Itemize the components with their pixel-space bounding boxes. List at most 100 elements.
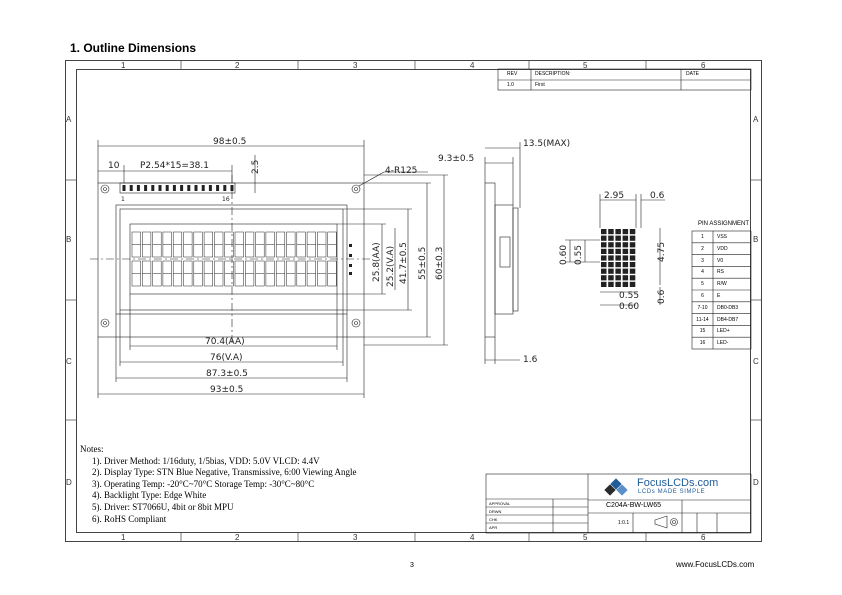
- pin-number: 2: [701, 245, 704, 252]
- dim-overall-height: 60±0.3: [435, 247, 445, 280]
- lcd-character-grid: [131, 231, 337, 287]
- zone-row-d-left: D: [66, 478, 72, 487]
- pin-number: 11-14: [696, 316, 709, 323]
- zone-col-4-top: 4: [470, 61, 475, 70]
- zone-col-1-top: 1: [121, 61, 126, 70]
- pin-signal: LED+: [717, 328, 730, 335]
- pin-stub: [208, 185, 212, 191]
- label-pin-one: 1: [121, 196, 125, 203]
- dim-bezel-height: 41.7±0.5: [399, 242, 409, 284]
- pin-stub: [230, 185, 234, 191]
- scale-value: 1:0.1: [618, 520, 630, 526]
- dim-aa-height: 25.8(AA): [372, 242, 382, 282]
- description-header: DESCRIPTION:: [535, 71, 571, 77]
- label-pin-sixteen: 16: [222, 196, 230, 203]
- zone-col-5-bottom: 5: [583, 533, 588, 542]
- dim-char-height: 4.75: [657, 242, 667, 262]
- pixel-dot: [601, 268, 607, 274]
- pin-number: 5: [701, 281, 704, 288]
- brand-name: FocusLCDs.com: [637, 477, 719, 489]
- pixel-dot: [629, 262, 636, 268]
- pin-signal: E: [717, 293, 721, 299]
- pixel-dot: [608, 242, 614, 248]
- zone-row-a-right: A: [753, 115, 759, 124]
- pin-stub: [201, 185, 205, 191]
- pixel-dot: [601, 281, 607, 287]
- dim-max-depth: 13.5(MAX): [523, 139, 570, 149]
- pin-stub: [187, 185, 191, 191]
- dim-va-width: 76(V.A): [210, 353, 243, 363]
- zone-row-d-right: D: [753, 478, 759, 487]
- pixel-dot: [629, 275, 636, 281]
- description-value: First: [535, 82, 545, 88]
- rev-header: REV: [507, 71, 518, 77]
- pixel-dot: [622, 242, 629, 248]
- pin-number: 7-10: [697, 304, 708, 311]
- pixel-dot: [629, 248, 636, 254]
- pixel-dot: [608, 268, 614, 274]
- pin-signal: V0: [717, 257, 724, 264]
- pixel-dot: [622, 268, 629, 274]
- pixel-dot: [622, 262, 629, 268]
- pixel-dot: [629, 242, 636, 248]
- pixel-dot: [629, 229, 636, 235]
- pin-assignment-title: PIN ASSIGNMENT: [698, 221, 750, 227]
- pin-stub: [136, 185, 140, 191]
- pin-stub: [129, 185, 133, 191]
- pixel-dot: [622, 255, 629, 261]
- pixel-dot: [601, 275, 607, 281]
- dim-dot-width: 0.55: [619, 291, 639, 301]
- pixel-dot: [615, 242, 621, 248]
- pin-stub: [223, 185, 227, 191]
- pixel-dot: [608, 235, 614, 241]
- part-number: C204A-BW-LW65: [606, 502, 661, 509]
- zone-col-2-top: 2: [235, 61, 240, 70]
- dim-pcb-thickness: 1.6: [523, 355, 538, 365]
- pixel-dot: [615, 268, 621, 274]
- pin-signal: DB0-DB3: [717, 304, 739, 311]
- pixel-dot: [615, 229, 621, 235]
- drawing-frame: [65, 60, 762, 542]
- pixel-dot: [601, 262, 607, 268]
- dim-pin-row-height: 2.5: [251, 160, 261, 174]
- dim-bezel-width: 87.3±0.5: [206, 369, 248, 379]
- zone-row-c-right: C: [753, 357, 759, 366]
- rev-value: 1.0: [507, 82, 514, 88]
- notes-heading: Notes:: [80, 444, 104, 454]
- pin-stub: [122, 185, 126, 191]
- pixel-dot: [608, 275, 614, 281]
- pixel-dot: [601, 242, 607, 248]
- pixel-dot: [615, 235, 621, 241]
- note-item: 6). RoHS Compliant: [92, 513, 167, 524]
- pixel-dot: [608, 248, 614, 254]
- pin-signal: RS: [717, 269, 724, 276]
- dim-dot-pitch-v: 0.55: [574, 245, 584, 265]
- zone-col-1-bottom: 1: [121, 533, 126, 542]
- footer-url[interactable]: www.FocusLCDs.com: [676, 560, 755, 569]
- pin-header-row: [122, 185, 234, 191]
- pixel-dot: [615, 262, 621, 268]
- zone-row-a-left: A: [66, 115, 72, 124]
- note-item: 1). Driver Method: 1/16duty, 1/5bias, VD…: [92, 455, 320, 466]
- dim-bezel-depth: 9.3±0.5: [438, 154, 474, 164]
- zone-col-3-bottom: 3: [353, 533, 358, 542]
- pixel-dot: [622, 235, 629, 241]
- notes-block: Notes: 1). Driver Method: 1/16duty, 1/5b…: [80, 444, 357, 525]
- section-title: 1. Outline Dimensions: [70, 41, 197, 55]
- note-item: 2). Display Type: STN Blue Negative, Tra…: [92, 467, 357, 478]
- dim-aa-width: 70.4(AA): [205, 337, 245, 347]
- pixel-dot: [601, 255, 607, 261]
- pixel-dot: [615, 281, 621, 287]
- brand-tagline: LCDs MADE SIMPLE: [638, 489, 706, 495]
- dim-row-gap: 0.6: [657, 289, 667, 304]
- pixel-dot: [608, 281, 614, 287]
- drawing-inner-border: [76, 69, 751, 533]
- zone-col-3-top: 3: [353, 61, 358, 70]
- note-item: 5). Driver: ST7066U, 4bit or 8bit MPU: [92, 501, 234, 512]
- pixel-dot: [615, 248, 621, 254]
- pin-stub: [144, 185, 148, 191]
- pixel-dot: [629, 268, 636, 274]
